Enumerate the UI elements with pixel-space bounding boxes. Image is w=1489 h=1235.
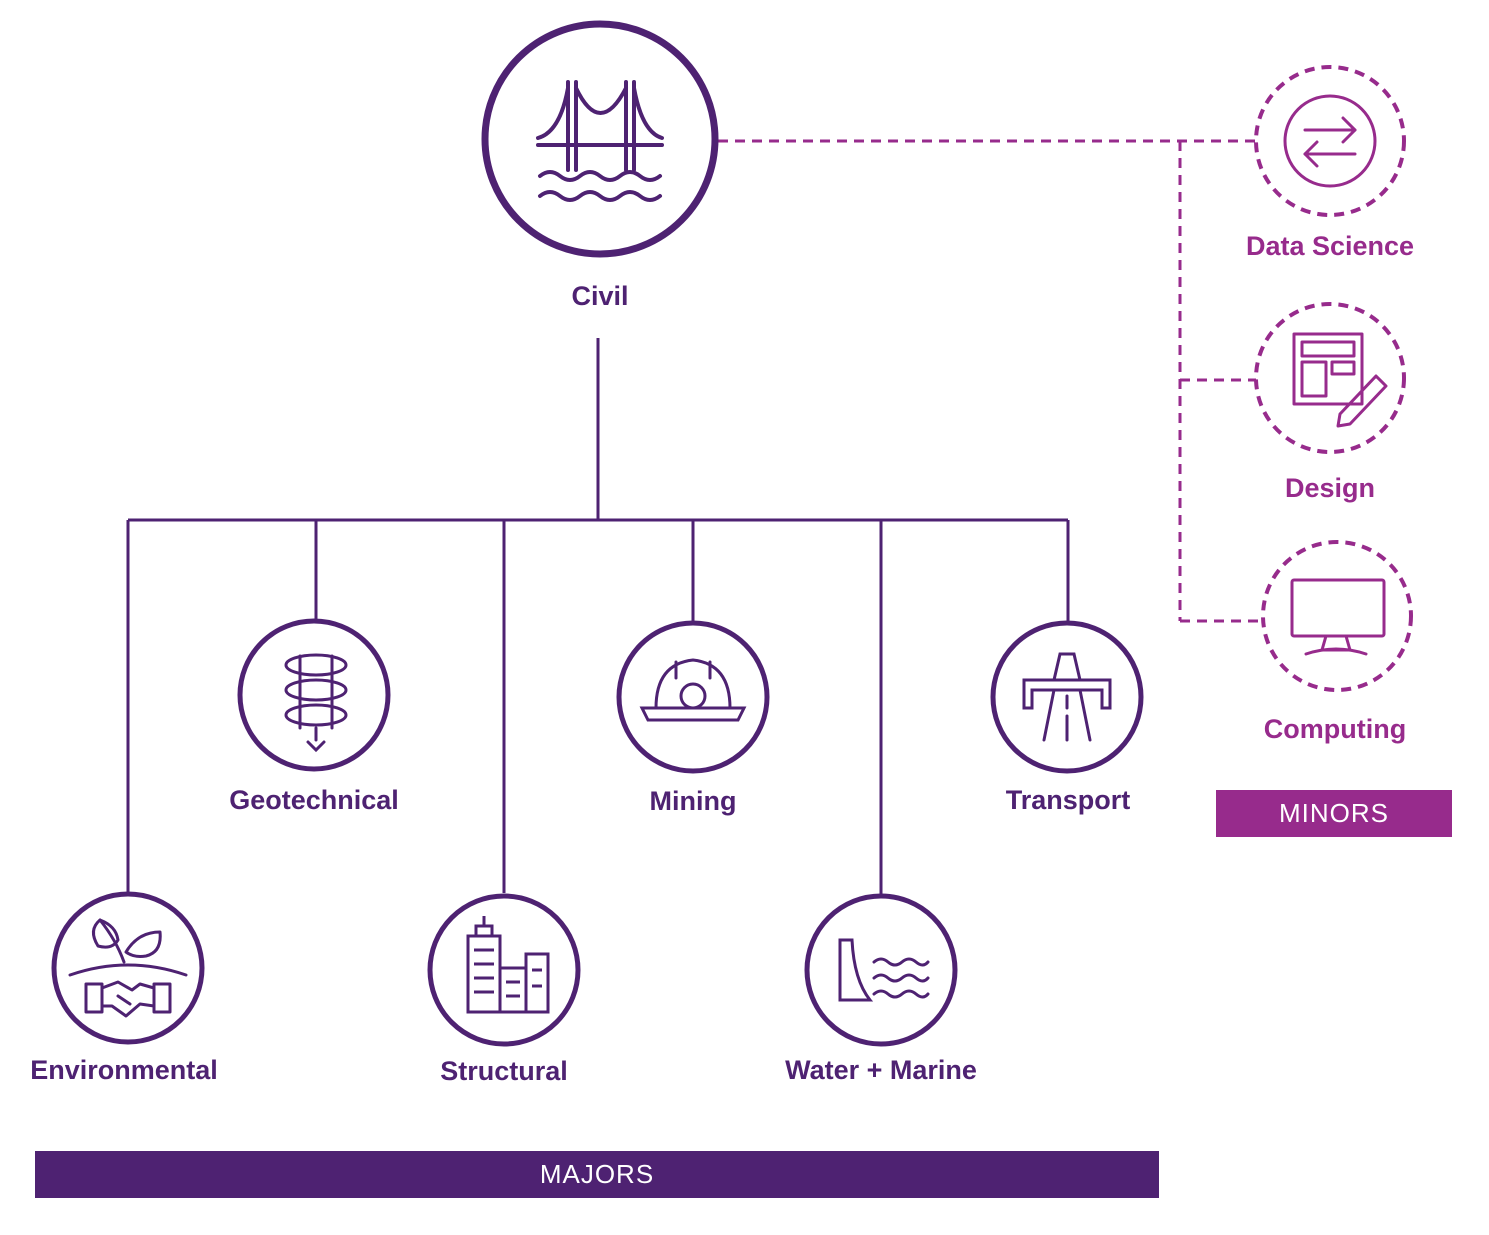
hard-hat-icon	[639, 658, 747, 722]
exchange-arrows-icon	[1283, 94, 1377, 188]
layout-pencil-icon	[1292, 332, 1388, 428]
majors-heading: MAJORS	[539, 1159, 655, 1189]
bridge-icon	[536, 80, 664, 202]
major-label-water-marine[interactable]: Water + Marine	[785, 1055, 977, 1085]
data-science-node[interactable]	[1254, 65, 1406, 217]
majors-connectors	[126, 338, 1070, 895]
minors-heading: MINORS	[1279, 798, 1389, 828]
minors-connectors	[718, 139, 1262, 623]
minor-label-data-science[interactable]: Data Science	[1245, 231, 1415, 261]
dam-water-icon	[838, 938, 930, 1002]
majors-bar: MAJORS	[35, 1151, 1159, 1198]
computing-node[interactable]	[1261, 540, 1413, 692]
transport-node[interactable]	[990, 620, 1144, 774]
major-label-transport[interactable]: Transport	[1005, 785, 1131, 815]
monitor-icon	[1290, 578, 1386, 656]
mining-node[interactable]	[616, 620, 770, 774]
root-label: Civil	[571, 281, 629, 311]
minors-bar: MINORS	[1216, 790, 1452, 837]
sprout-handshake-icon	[68, 918, 188, 1018]
geotechnical-node[interactable]	[237, 618, 391, 772]
minor-label-design[interactable]: Design	[1284, 473, 1376, 503]
major-label-mining[interactable]: Mining	[649, 786, 737, 816]
minor-label-computing[interactable]: Computing	[1263, 714, 1407, 744]
major-label-environmental[interactable]: Environmental	[30, 1055, 218, 1085]
buildings-icon	[466, 916, 550, 1014]
water-marine-node[interactable]	[804, 893, 958, 1047]
root-node	[481, 20, 719, 258]
road-overpass-icon	[1022, 652, 1112, 742]
structural-node[interactable]	[427, 893, 581, 1047]
major-label-structural[interactable]: Structural	[440, 1056, 568, 1086]
design-node[interactable]	[1254, 302, 1406, 454]
environmental-node[interactable]	[51, 891, 205, 1045]
drill-coil-icon	[284, 653, 348, 753]
major-label-geotechnical[interactable]: Geotechnical	[229, 785, 399, 815]
